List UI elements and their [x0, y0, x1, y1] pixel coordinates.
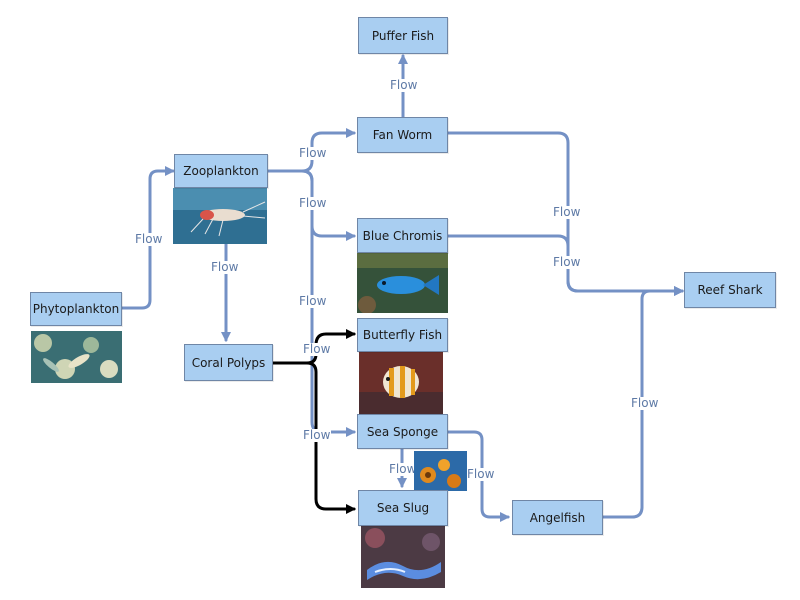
node-label: Sea Sponge: [366, 424, 439, 439]
edge-label-flow: Flow: [389, 78, 419, 92]
edge-label-flow: Flow: [298, 146, 328, 160]
node-label: Puffer Fish: [371, 28, 435, 43]
node-label: Sea Slug: [376, 501, 430, 515]
edge-label-flow: Flow: [298, 294, 328, 308]
node-fan-worm[interactable]: Fan Worm: [357, 117, 448, 153]
blue-chromis-image: [357, 253, 448, 313]
node-label: Coral Polyps: [191, 355, 266, 370]
edge-label-flow: Flow: [552, 255, 582, 269]
node-label: Fan Worm: [372, 128, 433, 142]
zooplankton-image: [173, 188, 267, 244]
node-label: Reef Shark: [697, 283, 763, 297]
edge-label-flow: Flow: [552, 205, 582, 219]
edge-label-flow: Flow: [466, 467, 496, 481]
node-coral-polyps[interactable]: Coral Polyps: [184, 344, 273, 381]
sea-slug-image: [361, 526, 445, 588]
butterfly-fish-image: [359, 352, 443, 414]
node-sea-sponge[interactable]: Sea Sponge: [357, 414, 448, 449]
node-blue-chromis[interactable]: Blue Chromis: [357, 218, 448, 253]
node-label: Phytoplankton: [32, 302, 120, 316]
edge-label-flow: Flow: [630, 396, 660, 410]
node-label: Zooplankton: [183, 164, 259, 178]
edge-label-flow: Flow: [298, 196, 328, 210]
node-phytoplankton[interactable]: Phytoplankton: [30, 292, 122, 326]
edge-label-flow: Flow: [302, 428, 332, 442]
node-zooplankton[interactable]: Zooplankton: [174, 154, 268, 188]
node-label: Blue Chromis: [362, 228, 443, 243]
edge-label-flow: Flow: [388, 462, 418, 476]
node-label: Angelfish: [529, 510, 586, 525]
node-reef-shark[interactable]: Reef Shark: [684, 272, 776, 308]
node-label: Butterfly Fish: [362, 328, 443, 342]
node-butterfly-fish[interactable]: Butterfly Fish: [357, 318, 448, 352]
phytoplankton-image: [31, 331, 122, 383]
node-sea-slug[interactable]: Sea Slug: [358, 490, 448, 526]
edge-label-flow: Flow: [134, 232, 164, 246]
sea-sponge-image: [414, 451, 467, 491]
edge-label-flow: Flow: [210, 260, 240, 274]
node-angelfish[interactable]: Angelfish: [512, 500, 603, 535]
node-puffer-fish[interactable]: Puffer Fish: [358, 17, 448, 54]
edge-label-flow: Flow: [302, 342, 332, 356]
